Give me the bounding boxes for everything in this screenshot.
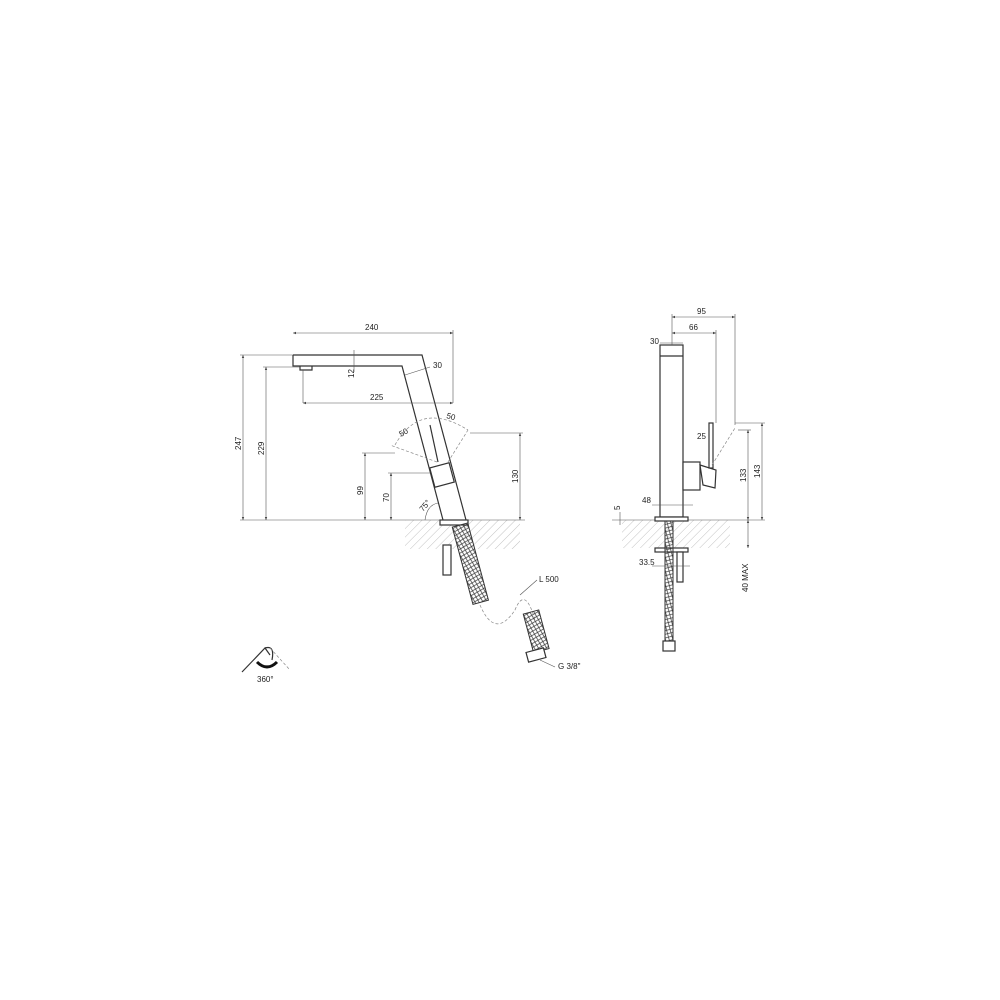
rotation-360-icon: 360° bbox=[241, 646, 291, 684]
dim-30-front: 30 bbox=[650, 337, 659, 346]
connection-label: G 3/8" bbox=[558, 662, 581, 671]
dim-40-max: 40 MAX bbox=[741, 563, 750, 592]
dim-66: 66 bbox=[689, 323, 698, 332]
dim-25-angle: 25 bbox=[697, 432, 706, 441]
dim-5: 5 bbox=[613, 505, 622, 510]
dim-12: 12 bbox=[347, 369, 356, 378]
supply-hose-flex bbox=[479, 599, 536, 625]
dim-95: 95 bbox=[697, 307, 706, 316]
side-view: 240 247 229 225 12 30 50 50 99 70 130 75… bbox=[234, 323, 581, 671]
dim-133: 133 bbox=[739, 468, 748, 482]
supply-hose-braided bbox=[451, 522, 490, 605]
dim-48: 48 bbox=[642, 496, 651, 505]
dim-225: 225 bbox=[370, 393, 384, 402]
dim-143: 143 bbox=[753, 464, 762, 478]
dim-30-side: 30 bbox=[433, 361, 442, 370]
dim-130: 130 bbox=[511, 469, 520, 483]
column bbox=[659, 344, 684, 518]
dim-70: 70 bbox=[382, 493, 391, 502]
dim-247: 247 bbox=[234, 436, 243, 450]
spout bbox=[292, 354, 467, 521]
dim-99: 99 bbox=[356, 486, 365, 495]
rotation-label: 360° bbox=[257, 675, 274, 684]
front-hose-braided bbox=[664, 520, 674, 642]
supply-hose-end bbox=[522, 609, 550, 654]
dim-50-right: 50 bbox=[445, 411, 456, 422]
lever-body bbox=[429, 462, 455, 488]
dim-240: 240 bbox=[365, 323, 379, 332]
hose-length-label: L 500 bbox=[539, 575, 559, 584]
dim-229: 229 bbox=[257, 441, 266, 455]
dim-33-5: 33.5 bbox=[639, 558, 655, 567]
front-view: 95 66 30 25 133 143 48 5 33.5 40 MAX bbox=[612, 307, 765, 652]
dim-75-angle: 75° bbox=[418, 498, 433, 513]
countertop-right bbox=[622, 520, 730, 548]
